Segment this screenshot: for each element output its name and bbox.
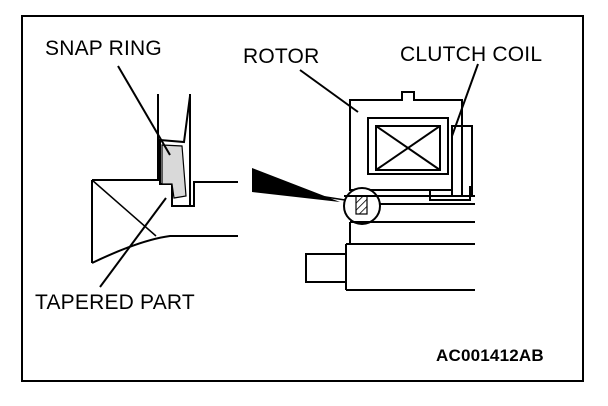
hub-diagonal [91, 179, 157, 237]
coil-retainer [461, 125, 473, 197]
view-direction-arrow [252, 168, 340, 202]
assembly-view [305, 91, 475, 291]
snap-ring-section [355, 195, 368, 215]
snap-ring-shade [161, 144, 187, 199]
figure-frame [21, 15, 584, 382]
coil-side-plate [451, 125, 463, 197]
figure-code: AC001412AB [436, 346, 544, 365]
detail-view [91, 94, 238, 264]
label-rotor: ROTOR [243, 45, 320, 68]
hub-lower-contour [91, 180, 238, 264]
label-clutch-coil: CLUTCH COIL [400, 43, 543, 66]
shaft-end [305, 253, 347, 283]
leader-tapered-part [99, 197, 167, 288]
arrow-tip-line [299, 192, 346, 201]
leader-rotor [299, 69, 359, 113]
label-snap-ring: SNAP RING [45, 37, 162, 60]
label-tapered-part: TAPERED PART [35, 291, 195, 314]
leader-clutch-coil [451, 63, 479, 137]
leader-snap-ring [117, 65, 171, 156]
hub-body [345, 221, 475, 291]
